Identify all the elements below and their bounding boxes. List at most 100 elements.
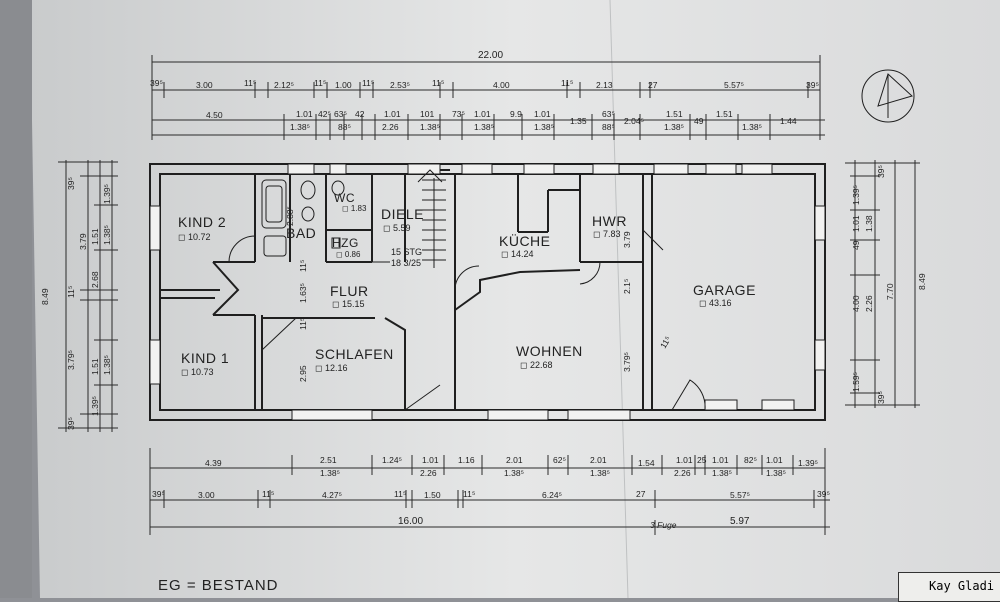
dim-top-r2-17: 1.35	[570, 116, 587, 126]
dim-top-r1-8: 11⁵	[432, 78, 445, 88]
dim-bot-r1-17: 1.38⁵	[712, 468, 733, 478]
dim-bot-total-left: 16.00	[398, 516, 424, 527]
dim-bot-r1-12: 1.54	[638, 458, 655, 468]
room-schlafen-name: SCHLAFEN	[315, 346, 394, 362]
dim-inner-1: 1.63⁵	[298, 282, 308, 303]
room-garage-area: ◻ 43.16	[699, 298, 732, 308]
dim-bot-r1-4: 1.01	[422, 455, 439, 465]
dim-top-r1-10: 11⁵	[561, 78, 574, 88]
dim-top-r2-11: 73⁵	[452, 109, 465, 119]
room-hwr-area: ◻ 7.83	[593, 229, 621, 239]
dim-left-4: 1.39⁵	[102, 183, 112, 204]
dim-bot-r1-19: 1.01	[766, 455, 783, 465]
dim-left-9: 1.38⁵	[102, 354, 112, 375]
dim-top-r1-13: 5.57⁵	[724, 80, 745, 90]
dim-bot-r2-3: 4.27⁵	[322, 490, 343, 500]
dim-left-5: 2.68	[90, 271, 100, 288]
dim-bot-r2-9: 5.57⁵	[730, 490, 751, 500]
dim-right-9: 39⁵	[876, 391, 886, 404]
top-ticks	[151, 55, 821, 140]
dim-top-r1-12: 27	[648, 80, 658, 90]
dim-bot-r2-10: 39⁵	[817, 489, 830, 499]
dim-top-r1-9: 4.00	[493, 80, 510, 90]
dim-top-r2-19: 88⁵	[602, 122, 615, 132]
dim-right-8: 1.59⁵	[851, 371, 861, 392]
dim-bot-r1-20: 1.38⁵	[766, 468, 787, 478]
dim-top-r2-5: 88⁵	[338, 122, 351, 132]
dim-right-1: 1.39⁵	[851, 184, 861, 205]
dim-top-r1-11: 2.13	[596, 80, 613, 90]
bathroom-fixtures	[261, 179, 345, 257]
room-diele-area: ◻ 5.59	[383, 223, 411, 233]
dim-top-r1-5: 1.00	[335, 80, 352, 90]
staircase	[417, 169, 446, 268]
room-diele-name: DIELE	[381, 206, 424, 222]
dim-bot-r1-0: 4.39	[205, 458, 222, 468]
windows	[149, 163, 826, 421]
title-block-stamp: Kay Gladi	[898, 572, 1000, 602]
room-kind1-area: ◻ 10.73	[181, 367, 214, 377]
dim-fuge: 3 Fuge	[650, 520, 677, 530]
dim-right-4: 49	[851, 240, 861, 250]
dim-bot-r2-1: 3.00	[198, 490, 215, 500]
dim-top-r2-26: 1.44	[780, 116, 797, 126]
dim-top-r2-2: 1.38⁵	[290, 122, 311, 132]
dim-top-r2-3: 42⁵	[318, 109, 331, 119]
dim-left-8: 1.51	[90, 358, 100, 375]
room-flur-name: FLUR	[330, 283, 369, 299]
dim-top-r2-7: 1.01	[384, 109, 401, 119]
stair-steps: 15 STG	[391, 247, 423, 257]
dim-left-10: 1.39⁵	[90, 395, 100, 416]
dim-top-r2-6: 42	[355, 109, 365, 119]
room-bad-name: BAD	[286, 225, 317, 241]
dim-top-r2-12: 1.01	[474, 109, 491, 119]
dim-top-r1-14: 39⁵	[806, 80, 819, 90]
dim-top-r2-18: 63⁵	[602, 109, 615, 119]
dim-bot-r1-10: 2.01	[590, 455, 607, 465]
dim-top-r2-1: 1.01	[296, 109, 313, 119]
dim-bot-r2-7: 6.24⁵	[542, 490, 563, 500]
dim-inner-5: 3.79	[622, 231, 632, 248]
dim-inner-7: 3.79⁵	[622, 351, 632, 372]
dim-left-total: 8.49	[40, 288, 50, 305]
dim-top-r2-20: 2.04⁵	[624, 116, 645, 126]
dim-bot-r1-5: 2.26	[420, 468, 437, 478]
dim-right-7: 2.26	[864, 295, 874, 312]
dim-right-3: 1.38	[864, 215, 874, 232]
dim-top-r1-0: 39⁵	[150, 78, 163, 88]
dim-top-r2-8: 2.26	[382, 122, 399, 132]
room-garage-name: GARAGE	[693, 282, 756, 298]
dim-top-r2-13: 1.38⁵	[474, 122, 495, 132]
dim-top-r2-14: 9.9	[510, 109, 522, 119]
dim-bot-r1-11: 1.38⁵	[590, 468, 611, 478]
dim-left-3: 1.38⁵	[102, 224, 112, 245]
dim-left-2: 1.51	[90, 228, 100, 245]
dim-top-r2-10: 1.38⁵	[420, 122, 441, 132]
dim-top-r1-2: 11⁵	[244, 78, 257, 88]
dim-left-6: 11⁵	[66, 285, 76, 298]
dim-bot-r1-14: 2.26	[674, 468, 691, 478]
dim-top-r2-25: 1.38⁵	[742, 122, 763, 132]
room-schlafen-area: ◻ 12.16	[315, 363, 348, 373]
dim-bot-r1-18: 82⁵	[744, 455, 757, 465]
dim-bot-r1-15: 25	[697, 455, 707, 465]
bottom-ticks	[149, 448, 826, 535]
dim-top-r2-21: 1.51	[666, 109, 683, 119]
dim-inner-2: 11⁵	[298, 259, 308, 272]
dim-right-total: 8.49	[917, 273, 927, 290]
right-ticks	[845, 162, 920, 406]
room-kind2-area: ◻ 10.72	[178, 232, 211, 242]
dim-left-7: 3.79⁵	[66, 349, 76, 370]
dim-top-total: 22.00	[478, 50, 504, 61]
room-wohnen-area: ◻ 22.68	[520, 360, 553, 370]
dim-top-r2-23: 49	[694, 116, 704, 126]
dim-top-r1-3: 2.12⁵	[274, 80, 295, 90]
dim-bot-r1-13: 1.01	[676, 455, 693, 465]
dim-inner-4: 11⁵	[298, 317, 308, 330]
doors	[228, 229, 706, 411]
room-hwr-name: HWR	[592, 213, 627, 229]
dim-bot-r1-1: 2.51	[320, 455, 337, 465]
dim-top-r2-22: 1.38⁵	[664, 122, 685, 132]
